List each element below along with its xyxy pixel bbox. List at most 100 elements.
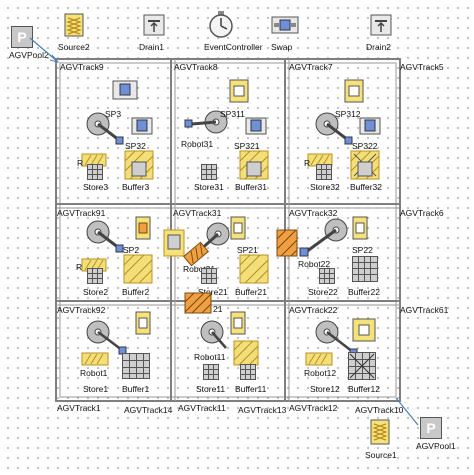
r1c2-robot: Robot31 — [181, 139, 214, 149]
swap-icon[interactable] — [271, 14, 299, 36]
source2-icon[interactable] — [64, 13, 84, 37]
pool-glyph: P — [426, 420, 436, 436]
store-icon[interactable] — [201, 268, 217, 284]
buffer-icon[interactable] — [350, 150, 380, 180]
station-sp-icon[interactable] — [344, 79, 364, 103]
robot-arm-icon[interactable] — [86, 218, 126, 254]
store-icon[interactable] — [316, 164, 332, 180]
station-sp-icon[interactable] — [352, 318, 376, 342]
station-sp-icon[interactable] — [112, 79, 138, 101]
store-icon[interactable] — [201, 164, 217, 180]
store-icon[interactable] — [203, 364, 219, 380]
store-icon[interactable] — [87, 164, 103, 180]
r1c2-sp-b: SP321 — [234, 141, 260, 151]
track-label-61: AGVTrack61 — [400, 305, 449, 315]
track-label-1: AGVTrack1 — [57, 403, 101, 413]
r1c1-store: Store3 — [83, 182, 109, 192]
store-icon[interactable] — [319, 268, 335, 284]
r2c1-robot: R — [76, 262, 83, 272]
track-label-10: AGVTrack10 — [355, 405, 404, 415]
store-icon[interactable] — [352, 256, 378, 282]
station-sp-icon[interactable] — [230, 311, 246, 335]
r1c3-robot: R — [304, 158, 311, 168]
r1c3-sp-b: SP322 — [352, 141, 378, 151]
r2c2-buffer: Buffer21 — [235, 287, 267, 297]
agv-vehicle-icon[interactable] — [81, 352, 109, 366]
r2c1-sp: SP2 — [123, 245, 140, 255]
track-label-31: AGVTrack31 — [173, 208, 222, 218]
r3c1-robot: Robot1 — [80, 368, 108, 378]
agv-pool2-label: AGVPool2 — [9, 50, 49, 60]
source1-icon[interactable] — [370, 419, 390, 445]
swap-label: Swap — [271, 42, 293, 52]
r2c1-store: Store2 — [83, 287, 109, 297]
agv-vehicle-icon[interactable] — [276, 229, 298, 257]
station-sp-icon[interactable] — [135, 311, 151, 335]
r3c1-store: Store1 — [83, 384, 109, 394]
buffer-icon[interactable] — [124, 150, 154, 180]
track-label-92: AGVTrack92 — [57, 305, 106, 315]
store-icon[interactable] — [348, 352, 376, 380]
store-icon[interactable] — [87, 268, 103, 284]
agv-pool1-icon[interactable]: P — [420, 417, 442, 439]
track-label-14: AGVTrack14 — [124, 405, 173, 415]
r1c1-sp-b: SP32 — [125, 141, 146, 151]
store-icon[interactable] — [240, 364, 256, 380]
track-label-9: AGVTrack9 — [60, 62, 104, 72]
r2c2-robot: Robot21 — [183, 264, 216, 274]
robot-arm-icon[interactable] — [86, 318, 130, 358]
drain2-label: Drain2 — [366, 42, 392, 52]
r2c3-store: Store22 — [308, 287, 338, 297]
r2c3-robot: Robot22 — [298, 259, 331, 269]
agv-vehicle-icon[interactable] — [184, 292, 212, 314]
agv-vehicle-icon[interactable] — [305, 352, 333, 366]
drain1-icon[interactable] — [143, 14, 165, 36]
r2c1-buffer: Buffer2 — [122, 287, 150, 297]
r1c2-store: Store31 — [194, 182, 224, 192]
robot-arm-icon[interactable] — [198, 318, 242, 358]
buffer-icon[interactable] — [123, 254, 153, 284]
robot-arm-icon[interactable] — [292, 212, 356, 262]
station-sp-icon[interactable] — [229, 79, 249, 103]
agv-vehicle-icon[interactable] — [163, 229, 185, 257]
store-icon[interactable] — [122, 353, 150, 379]
robot-arm-icon[interactable] — [184, 108, 230, 144]
track-label-11: AGVTrack11 — [178, 403, 226, 413]
station-sp-icon[interactable] — [359, 116, 381, 136]
r2c3-sp: SP22 — [352, 245, 373, 255]
track-label-32: AGVTrack32 — [289, 208, 338, 218]
station-sp-icon[interactable] — [352, 216, 368, 240]
drain2-icon[interactable] — [370, 14, 392, 36]
track-label-5: AGVTrack5 — [400, 62, 444, 72]
r1c1-buffer: Buffer3 — [122, 182, 150, 192]
agv-pool2-icon[interactable]: P — [11, 26, 33, 48]
agv-vehicle-icon[interactable] — [233, 340, 259, 366]
track-label-6: AGVTrack6 — [400, 208, 444, 218]
station-sp-icon[interactable] — [245, 116, 267, 136]
r1c2-sp-a: SP311 — [220, 109, 245, 119]
buffer-icon[interactable] — [239, 150, 269, 180]
robot-arm-icon[interactable] — [182, 220, 236, 266]
event-controller-icon[interactable] — [208, 10, 234, 38]
r3c3-buffer: Buffer12 — [348, 384, 380, 394]
robot-arm-icon[interactable] — [315, 110, 355, 146]
source1-label: Source1 — [365, 450, 397, 460]
station-sp-icon[interactable] — [135, 216, 151, 240]
r3c2-store: Store11 — [196, 384, 226, 394]
agv-pool1-label: AGVPool1 — [416, 441, 456, 451]
r3c2-robot: Robot11 — [194, 352, 226, 362]
r1c3-buffer: Buffer32 — [350, 182, 382, 192]
buffer-icon[interactable] — [239, 254, 269, 284]
station-sp-icon[interactable] — [131, 116, 153, 136]
station-sp-icon[interactable] — [230, 216, 246, 240]
r3c2-sp: 21 — [213, 304, 223, 314]
r2c2-sp: SP21 — [237, 245, 258, 255]
r3c3-robot: Robot12 — [304, 368, 337, 378]
track-label-91: AGVTrack91 — [57, 208, 106, 218]
r1c3-store: Store32 — [310, 182, 340, 192]
r3c2-buffer: Buffer11 — [235, 384, 267, 394]
r1c3-sp-a: SP312 — [335, 109, 361, 119]
track-label-22: AGVTrack22 — [289, 305, 338, 315]
robot-arm-icon[interactable] — [86, 110, 126, 146]
